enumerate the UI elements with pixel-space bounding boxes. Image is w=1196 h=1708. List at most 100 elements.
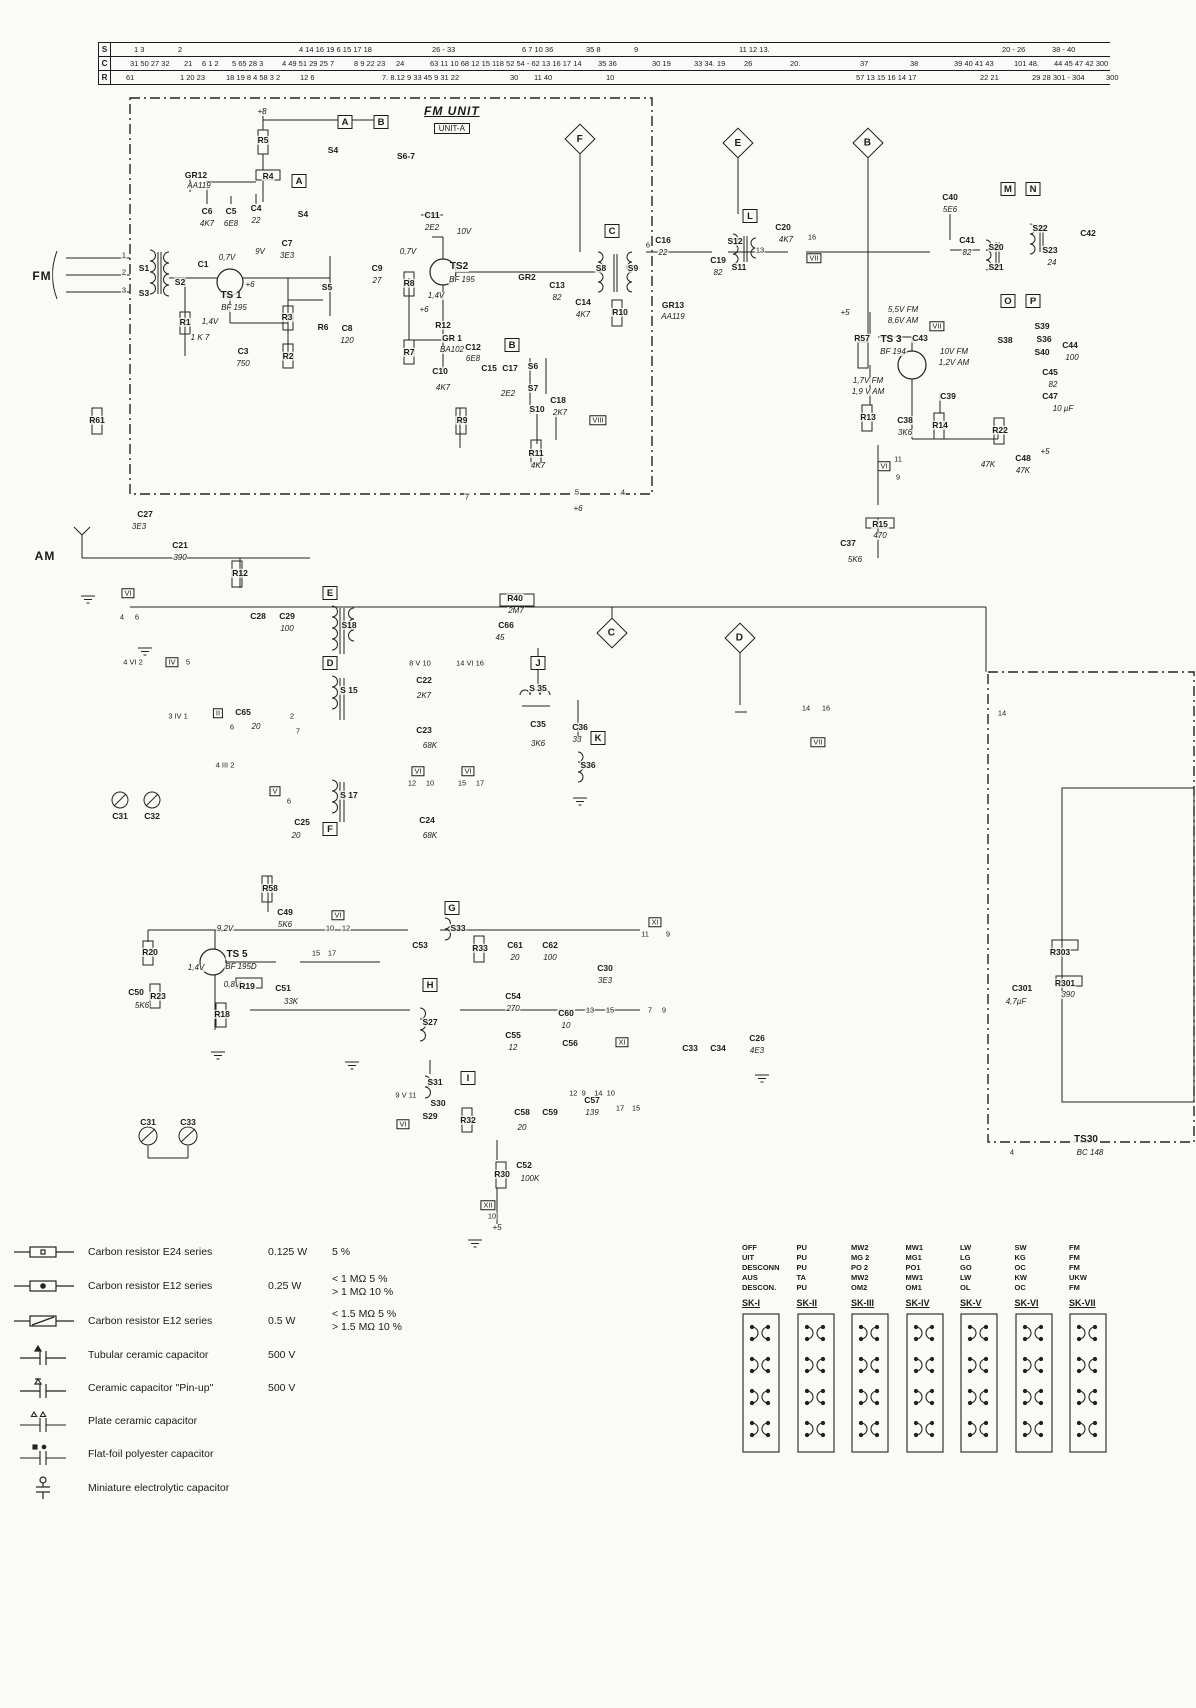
component-refdes: C51 [274, 982, 292, 993]
component-refdes: C22 [415, 674, 433, 685]
component-refdes: S4 [326, 144, 340, 155]
res-e12-icon [14, 1276, 88, 1296]
component-value: 4K7 [434, 383, 452, 392]
switch-band-label: DESCONN [742, 1263, 780, 1272]
connection-marker: VI [461, 766, 475, 776]
boxed-letter-E: E [322, 586, 338, 600]
component-refdes: S18 [340, 619, 358, 630]
pin-number: 11 [893, 454, 903, 464]
index-entry: 5 65 28 3 [232, 59, 264, 68]
component-refdes: S6-7 [396, 150, 416, 161]
component-value: 270 [505, 1004, 521, 1013]
index-entry: 6 7 10 36 [522, 45, 554, 54]
component-refdes: S5 [320, 281, 334, 292]
legend-item-label: Carbon resistor E12 series [88, 1280, 213, 1292]
component-refdes: R8 [402, 277, 416, 288]
pin-number: 10 [486, 1211, 498, 1221]
pin-number: 16 [820, 703, 832, 713]
switch-band-label: DESCON. [742, 1283, 777, 1292]
component-refdes: R23 [149, 990, 167, 1001]
voltage-annotation: 9,2V [215, 924, 235, 933]
component-refdes: R11 [527, 447, 545, 458]
voltage-annotation: +5 [839, 308, 851, 317]
component-refdes: S36 [1035, 333, 1053, 344]
switch-contacts-icon [851, 1313, 903, 1458]
cap-electrolytic-icon [14, 1475, 88, 1501]
connection-marker: XI [648, 917, 662, 927]
legend-item: Miniature electrolytic capacitor [14, 1475, 454, 1501]
connection-marker: VI [396, 1119, 410, 1129]
legend-item: Flat-foil polyester capacitor [14, 1442, 454, 1466]
legend-item-tolerance: 5 % [332, 1246, 350, 1259]
component-refdes: R22 [991, 424, 1009, 435]
pin-number: 9 [894, 472, 902, 482]
component-refdes: S39 [1033, 320, 1051, 331]
legend-item-rating: 500 V [268, 1349, 296, 1361]
connection-marker: VI [331, 910, 345, 920]
pin-number: 12 [406, 778, 418, 788]
connection-marker: XII [480, 1200, 496, 1210]
switch-bank-name: SK-III [851, 1298, 875, 1308]
component-refdes: C40 [941, 191, 959, 202]
component-value: 20 [516, 1123, 528, 1132]
component-value: BF 194 [879, 347, 907, 356]
component-value: 27 [371, 276, 383, 285]
pin-number: 7 [646, 1005, 654, 1015]
component-value: AA119 [186, 181, 212, 190]
right-unit-outline [987, 671, 1195, 1143]
diamond-connector-label: E [734, 137, 742, 149]
component-value: 139 [584, 1108, 600, 1117]
res-e24-icon [14, 1242, 88, 1262]
index-row-key: R [98, 71, 111, 84]
index-entry: 35 36 [598, 59, 617, 68]
index-entry: 8 9 22 23 [354, 59, 386, 68]
component-refdes: S6 [526, 360, 540, 371]
component-refdes: S10 [528, 403, 546, 414]
component-refdes: C14 [574, 296, 592, 307]
component-refdes: R301 [1053, 977, 1077, 988]
pin-number: 9 V 11 [394, 1090, 418, 1100]
fm-unit-title: FM UNIT [424, 104, 480, 118]
boxed-letter-L: L [742, 209, 758, 223]
component-value: 5K6 [846, 555, 864, 564]
switch-band-label: LG [960, 1253, 971, 1262]
index-entry: 1 20 23 [180, 73, 206, 82]
component-refdes: R6 [316, 321, 330, 332]
component-value: 33K [282, 997, 300, 1006]
index-entry: 20 - 26 [1002, 45, 1026, 54]
component-refdes: C65 [234, 706, 252, 717]
component-refdes: C27 [136, 508, 154, 519]
component-refdes: R3 [280, 311, 294, 322]
component-refdes: C34 [709, 1042, 727, 1053]
index-entry: 6 1 2 [202, 59, 219, 68]
switch-band-label: OM2 [851, 1283, 868, 1292]
switch-band-label: SW [1014, 1243, 1027, 1252]
component-value: 82 [1047, 380, 1059, 389]
switch-band-label: UKW [1069, 1273, 1087, 1282]
voltage-annotation: 10V FM [938, 347, 970, 356]
legend-item-label: Carbon resistor E24 series [88, 1246, 213, 1258]
component-refdes: S1 [137, 262, 151, 273]
component-refdes: C19 [709, 254, 727, 265]
fm-unit-outline [129, 97, 653, 495]
pin-number: 6 [133, 612, 141, 622]
component-refdes: C24 [418, 814, 436, 825]
voltage-annotation: 1,9 V AM [850, 387, 886, 396]
component-refdes: R1 [178, 316, 192, 327]
component-value: 3E3 [130, 522, 148, 531]
component-value: 1 K 7 [189, 333, 211, 342]
pin-number: 5 [573, 487, 581, 497]
component-refdes: R13 [859, 411, 877, 422]
pin-number: 14 [996, 708, 1008, 718]
switch-band-label: PO1 [905, 1263, 921, 1272]
pin-number: 15 [456, 778, 468, 788]
legend-tolerance-line: > 1 MΩ 10 % [332, 1286, 394, 1298]
diamond-connector-label: F [576, 133, 584, 145]
component-value: 2M7 [507, 606, 525, 615]
component-refdes: C61 [506, 939, 524, 950]
index-entry: 9 [634, 45, 639, 54]
